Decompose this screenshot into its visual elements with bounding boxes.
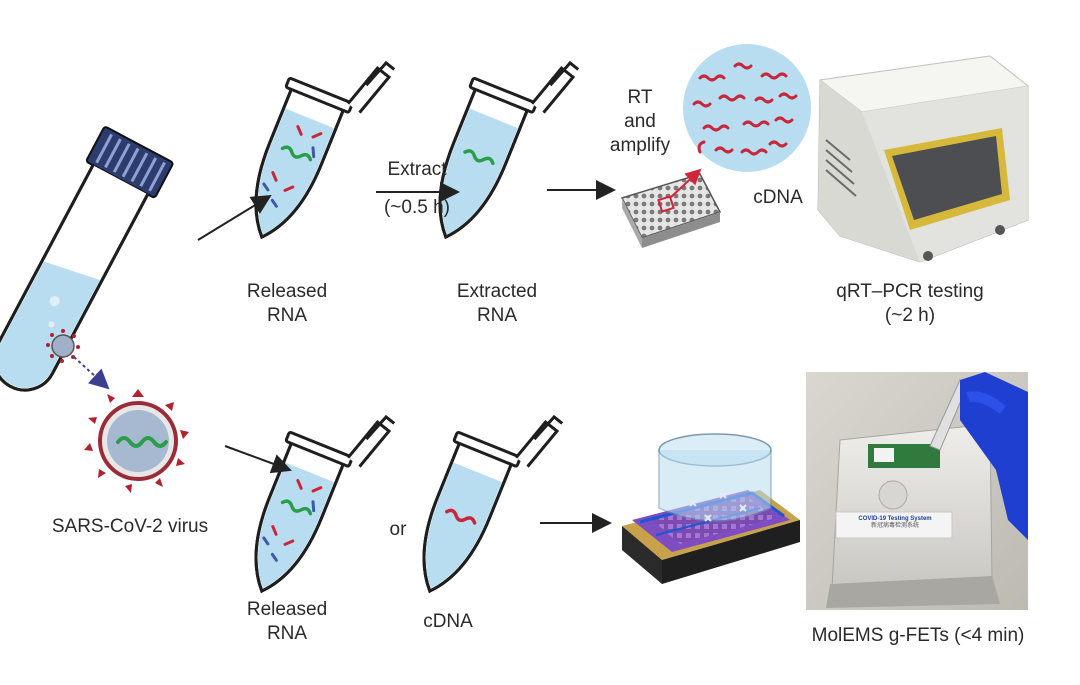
label-cdna-top: cDNA (753, 187, 803, 208)
device-sticker (835, 511, 953, 539)
zoom-arrow (73, 356, 110, 390)
label-or: or (389, 519, 407, 540)
virus-particle (84, 389, 189, 493)
arrow-to-release-top (197, 194, 272, 241)
label-qrt-pcr: qRT–PCR testing(~2 h) (836, 281, 984, 326)
tube-released-rna-bottom (254, 414, 396, 594)
gloved-hand (960, 372, 1028, 540)
label-device: MolEMS g-FETs (<4 min) (811, 625, 1025, 646)
device-sticker-text: COVID-19 Testing System 新冠病毒检测系统 (858, 516, 932, 529)
cdna-circle (683, 44, 811, 172)
tube-cdna-bottom (422, 414, 564, 594)
tube-extracted-rna (438, 60, 580, 240)
device-photo (806, 372, 1028, 610)
well-plate (620, 168, 722, 248)
label-virus: SARS-CoV-2 virus (51, 516, 209, 537)
tube-released-rna-top (254, 60, 396, 240)
gfet-chip (622, 433, 800, 584)
virus-particle-small (46, 329, 80, 363)
label-cdna-bottom: cDNA (423, 611, 473, 632)
label-extract-step: Extract(~0.5 h) (383, 159, 450, 218)
pcr-machine (817, 55, 1030, 263)
arrow-to-release-bottom (224, 445, 292, 474)
sample-tube (0, 126, 174, 392)
